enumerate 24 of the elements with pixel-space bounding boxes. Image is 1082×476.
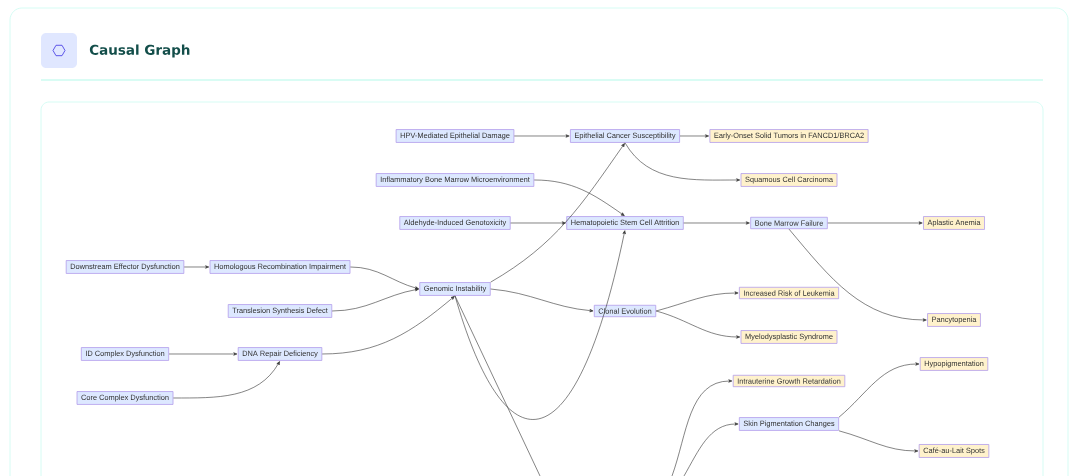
arrow <box>671 379 733 476</box>
arrow <box>331 288 419 312</box>
arrow <box>183 265 210 269</box>
arrow <box>827 221 923 225</box>
arrow <box>683 221 750 225</box>
arrow <box>788 228 927 322</box>
arrow <box>321 296 455 355</box>
arrow <box>168 352 238 356</box>
arrow <box>655 291 739 312</box>
arrow <box>173 361 280 399</box>
arrow <box>838 362 920 418</box>
arrow <box>533 179 625 216</box>
arrow <box>490 288 594 313</box>
arrow <box>454 230 626 419</box>
arrow <box>514 134 570 138</box>
arrow <box>624 142 741 182</box>
arrow <box>838 430 919 453</box>
arrow <box>490 143 625 283</box>
arrow <box>350 266 419 290</box>
arrow <box>510 221 566 225</box>
arrow <box>655 310 741 339</box>
arrow <box>683 422 739 476</box>
title: Causal Graph <box>89 44 190 58</box>
arrow <box>679 134 709 138</box>
